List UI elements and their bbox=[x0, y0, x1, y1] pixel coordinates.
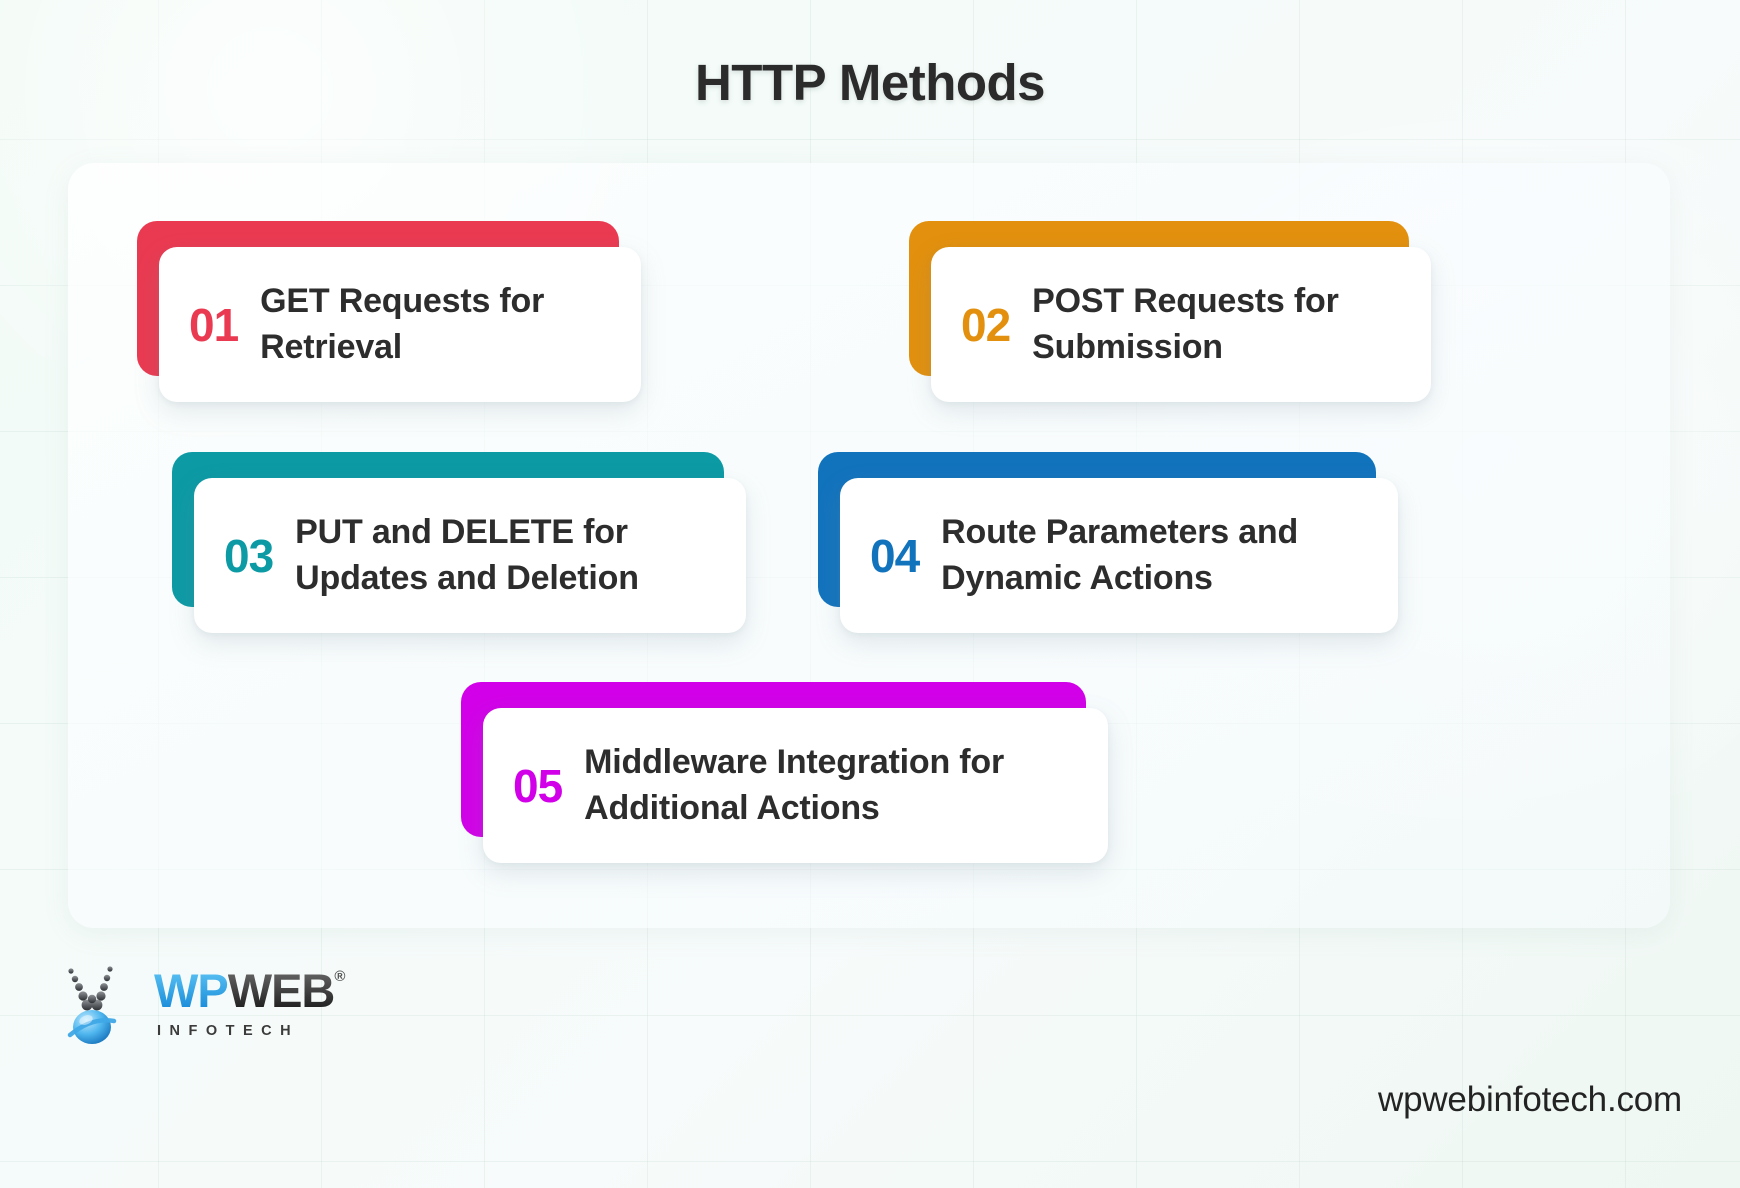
card-item-05[interactable]: 05 Middleware Integration for Additional… bbox=[461, 682, 1108, 863]
card-number-05: 05 bbox=[513, 759, 563, 812]
card-item-01[interactable]: 01 GET Requests for Retrieval bbox=[137, 221, 641, 402]
wpweb-logo-icon bbox=[62, 959, 140, 1047]
logo-wp-text: WP bbox=[154, 963, 229, 1017]
card-face-05: 05 Middleware Integration for Additional… bbox=[483, 708, 1108, 863]
logo-web-text: WEB bbox=[227, 963, 336, 1017]
card-label-04: Route Parameters and Dynamic Actions bbox=[941, 513, 1299, 597]
card-label-03: PUT and DELETE for Updates and Deletion bbox=[295, 513, 639, 597]
card-item-02[interactable]: 02 POST Requests for Submission bbox=[909, 221, 1431, 402]
page-title: HTTP Methods bbox=[694, 54, 1046, 111]
card-label-05: Middleware Integration for Additional Ac… bbox=[584, 743, 1005, 827]
logo-tagline: INFOTECH bbox=[157, 1022, 300, 1039]
card-number-03: 03 bbox=[224, 529, 274, 582]
card-item-03[interactable]: 03 PUT and DELETE for Updates and Deleti… bbox=[172, 452, 746, 633]
card-face-01: 01 GET Requests for Retrieval bbox=[159, 247, 641, 402]
card-face-03: 03 PUT and DELETE for Updates and Deleti… bbox=[194, 478, 746, 633]
card-number-01: 01 bbox=[189, 298, 239, 351]
card-face-04: 04 Route Parameters and Dynamic Actions bbox=[840, 478, 1398, 633]
card-number-02: 02 bbox=[961, 298, 1011, 351]
card-label-01: GET Requests for Retrieval bbox=[260, 282, 545, 366]
website-url[interactable]: wpwebinfotech.com bbox=[1378, 1080, 1682, 1119]
card-item-04[interactable]: 04 Route Parameters and Dynamic Actions bbox=[818, 452, 1398, 633]
registered-mark-icon: ® bbox=[334, 967, 345, 985]
card-label-02: POST Requests for Submission bbox=[1032, 282, 1339, 366]
card-number-04: 04 bbox=[870, 529, 920, 582]
card-face-02: 02 POST Requests for Submission bbox=[931, 247, 1431, 402]
